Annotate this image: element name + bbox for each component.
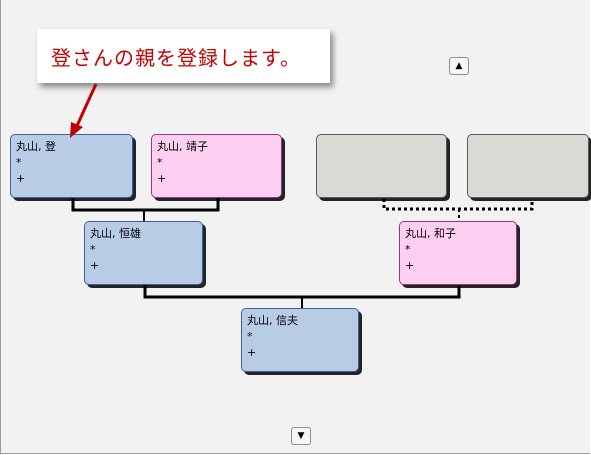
person-name: 丸山, 恒雄 xyxy=(90,227,141,240)
scroll-up-button[interactable]: ▲ xyxy=(449,57,469,75)
arrow-head-icon xyxy=(70,122,83,138)
person-death: + xyxy=(247,346,257,359)
annotation-callout: 登さんの親を登録します。 xyxy=(37,29,330,83)
triangle-up-icon: ▲ xyxy=(455,61,463,71)
person-birth: * xyxy=(16,156,22,169)
annotation-text: 登さんの親を登録します。 xyxy=(51,46,301,70)
person-birth: * xyxy=(90,243,96,256)
person-birth: * xyxy=(157,156,163,169)
person-card-self[interactable]: 丸山, 信夫 * + xyxy=(241,308,359,372)
person-name: 丸山, 登 xyxy=(16,140,56,153)
person-death: + xyxy=(90,259,100,272)
triangle-down-icon: ▼ xyxy=(297,431,305,441)
person-name: 丸山, 靖子 xyxy=(157,140,208,153)
person-name: 丸山, 信夫 xyxy=(247,314,298,327)
person-card-father[interactable]: 丸山, 恒雄 * + xyxy=(84,221,203,285)
person-death: + xyxy=(16,172,26,185)
person-card-grandfather-paternal[interactable]: 丸山, 登 * + xyxy=(10,134,133,198)
arrow-shaft xyxy=(74,83,98,129)
person-name: 丸山, 和子 xyxy=(405,227,456,240)
person-birth: * xyxy=(247,330,253,343)
scroll-down-button[interactable]: ▼ xyxy=(291,427,311,445)
person-death: + xyxy=(157,172,167,185)
person-card-grandmother-paternal[interactable]: 丸山, 靖子 * + xyxy=(151,134,282,198)
person-birth: * xyxy=(405,243,411,256)
paternal-grandparents-connector xyxy=(71,198,220,212)
person-card-mother[interactable]: 丸山, 和子 * + xyxy=(399,221,517,285)
person-card-empty-grandmother-maternal[interactable] xyxy=(467,134,589,198)
person-card-empty-grandfather-maternal[interactable] xyxy=(316,134,447,198)
person-death: + xyxy=(405,259,415,272)
